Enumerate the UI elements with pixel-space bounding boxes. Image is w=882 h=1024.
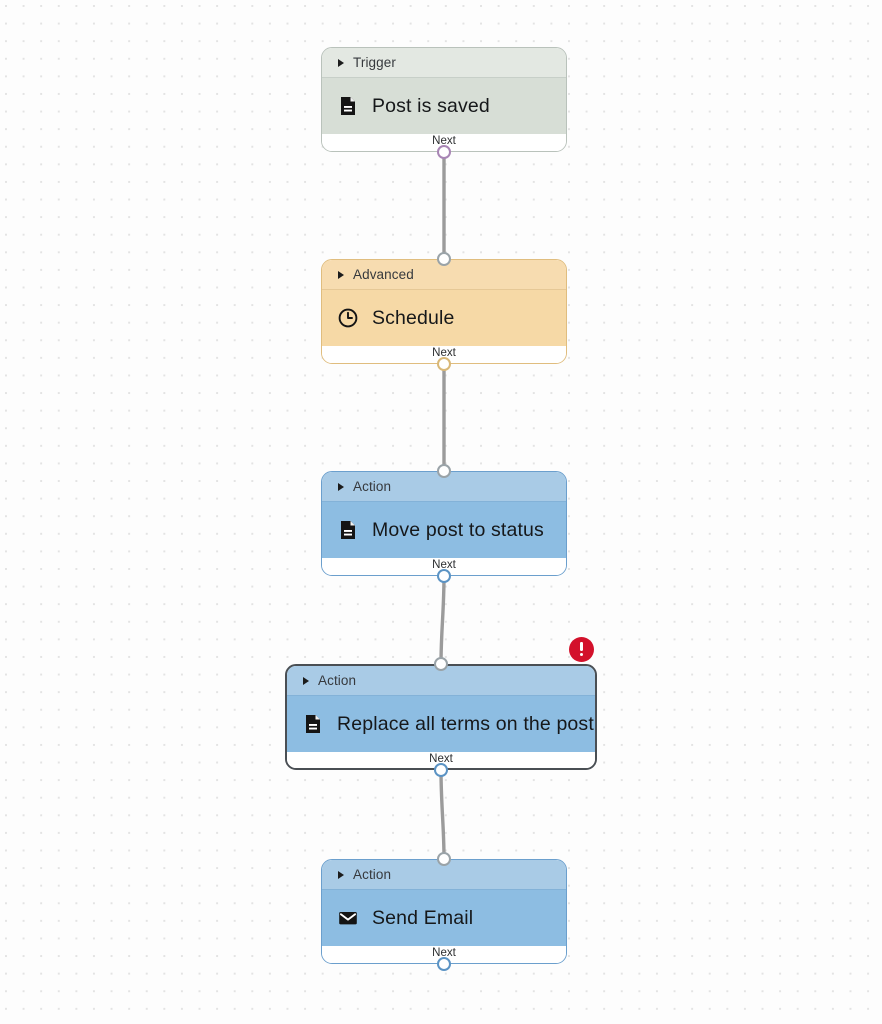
- node-footer-label: Next: [432, 947, 456, 959]
- source-handle-action-send-email[interactable]: [437, 957, 451, 971]
- collapse-caret-icon[interactable]: [303, 676, 309, 685]
- node-footer-next[interactable]: Next: [322, 946, 566, 963]
- node-title: Move post to status: [372, 518, 544, 541]
- collapse-caret-icon[interactable]: [338, 58, 344, 67]
- node-category-label: Trigger: [353, 55, 396, 70]
- target-handle-action-send-email[interactable]: [437, 852, 451, 866]
- envelope-icon: [337, 907, 359, 929]
- edge-action-move-to-action-replace: [439, 574, 446, 666]
- node-footer-label: Next: [432, 347, 456, 359]
- document-icon: [337, 95, 359, 117]
- source-handle-action-replace-all-terms-on-the-post[interactable]: [434, 763, 448, 777]
- target-handle-action-move-post-to-status[interactable]: [437, 464, 451, 478]
- node-title: Replace all terms on the post: [337, 712, 594, 735]
- node-error-badge[interactable]: [569, 637, 594, 662]
- node-category-label: Action: [353, 867, 392, 882]
- node-body[interactable]: Schedule: [322, 290, 566, 346]
- node-footer-next[interactable]: Next: [322, 558, 566, 575]
- exclamation-icon: [579, 642, 584, 651]
- node-category-label: Action: [318, 673, 357, 688]
- node-body[interactable]: Send Email: [322, 890, 566, 946]
- exclamation-dot: [579, 652, 584, 657]
- node-footer-next[interactable]: Next: [287, 752, 595, 768]
- workflow-node-action-move-post-to-status[interactable]: Action Move post to status Next: [321, 471, 567, 576]
- collapse-caret-icon[interactable]: [338, 870, 344, 879]
- node-header[interactable]: Action: [322, 472, 566, 502]
- node-body[interactable]: Post is saved: [322, 78, 566, 134]
- document-icon: [302, 713, 324, 735]
- node-header[interactable]: Action: [287, 666, 595, 696]
- node-title: Schedule: [372, 306, 455, 329]
- source-handle-advanced-schedule[interactable]: [437, 357, 451, 371]
- node-footer-label: Next: [432, 135, 456, 147]
- node-title: Post is saved: [372, 94, 490, 117]
- workflow-node-trigger-post-is-saved[interactable]: Trigger Post is saved Next: [321, 47, 567, 152]
- source-handle-trigger-post-is-saved[interactable]: [437, 145, 451, 159]
- workflow-node-advanced-schedule[interactable]: Advanced Schedule Next: [321, 259, 567, 364]
- node-header[interactable]: Trigger: [322, 48, 566, 78]
- node-footer-next[interactable]: Next: [322, 346, 566, 363]
- source-handle-action-move-post-to-status[interactable]: [437, 569, 451, 583]
- node-footer-label: Next: [429, 753, 453, 765]
- node-body[interactable]: Move post to status: [322, 502, 566, 558]
- node-footer-next[interactable]: Next: [322, 134, 566, 151]
- target-handle-advanced-schedule[interactable]: [437, 252, 451, 266]
- target-handle-action-replace-all-terms-on-the-post[interactable]: [434, 657, 448, 671]
- node-body[interactable]: Replace all terms on the post: [287, 696, 595, 752]
- node-category-label: Advanced: [353, 267, 414, 282]
- node-title: Send Email: [372, 906, 474, 929]
- node-footer-label: Next: [432, 559, 456, 571]
- workflow-node-action-replace-all-terms-on-the-post[interactable]: Action Replace all terms on the post Nex…: [285, 664, 597, 770]
- clock-icon: [337, 307, 359, 329]
- collapse-caret-icon[interactable]: [338, 270, 344, 279]
- node-category-label: Action: [353, 479, 392, 494]
- collapse-caret-icon[interactable]: [338, 482, 344, 491]
- node-header[interactable]: Action: [322, 860, 566, 890]
- edge-action-replace-to-send-email: [439, 768, 446, 860]
- document-icon: [337, 519, 359, 541]
- workflow-node-action-send-email[interactable]: Action Send Email Next: [321, 859, 567, 964]
